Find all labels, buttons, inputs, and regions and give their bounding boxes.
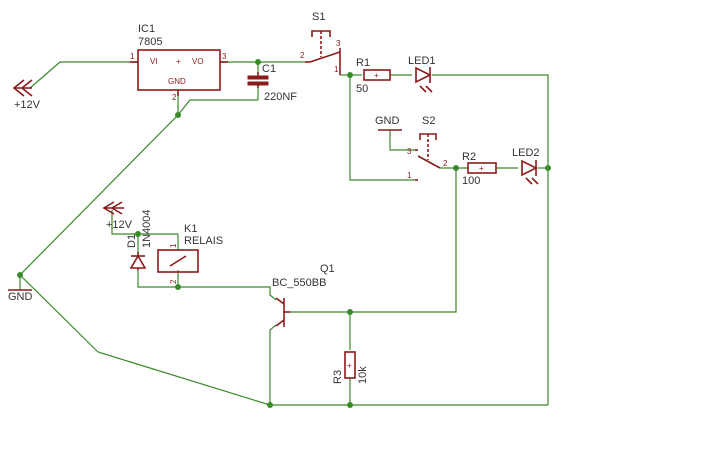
r1-resistor: + R1 50 xyxy=(356,57,391,95)
s1-pin1-num: 1 xyxy=(334,65,339,74)
led-icon xyxy=(521,159,538,177)
led2: LED2 xyxy=(512,147,540,185)
s1-switch: S1 2 3 1 xyxy=(300,11,341,75)
wires xyxy=(19,61,549,406)
s2-pin3-num: 3 xyxy=(407,147,412,156)
k1-name: K1 xyxy=(184,223,197,235)
relay-icon xyxy=(157,249,199,273)
wire-relay-to-collector xyxy=(178,286,277,301)
r2-value: 100 xyxy=(462,175,480,187)
ic1-pin-vi: VI xyxy=(150,57,158,66)
gnd-symbol-s2: GND xyxy=(375,115,402,131)
k1-pin2-num: 2 xyxy=(169,279,178,284)
s1-pin3-num: 3 xyxy=(336,39,341,48)
s1-name: S1 xyxy=(312,11,325,23)
junction-relay-bottom xyxy=(175,284,181,290)
supply-12v-main: +12V xyxy=(12,79,41,111)
switch-icon xyxy=(417,155,441,169)
k1-pin1-num: 1 xyxy=(169,243,178,248)
ic1-plus-icon: + xyxy=(176,57,181,66)
ic1-pin-vo: VO xyxy=(192,57,204,66)
ic1-pin3-num: 3 xyxy=(222,52,227,61)
diode-icon xyxy=(129,254,147,269)
ic1-pin-gnd: GND xyxy=(168,77,186,86)
junction-vo xyxy=(255,59,261,65)
k1-value: RELAIS xyxy=(184,235,223,247)
r2-name: R2 xyxy=(462,151,476,163)
junction-gnd-left xyxy=(17,272,23,278)
led1: LED1 xyxy=(408,55,436,93)
junctions xyxy=(17,59,551,408)
d1-value: 1N4004 xyxy=(141,209,153,248)
r3-name: R3 xyxy=(332,370,344,384)
junction-relay-top xyxy=(135,231,141,237)
junction-bottom-r3 xyxy=(347,402,353,408)
resistor-icon xyxy=(467,162,497,174)
d1-diode: D1 1N4004 xyxy=(126,209,153,270)
wire-node-to-s2 xyxy=(349,75,415,181)
ic1-pin2-num: 2 xyxy=(172,93,177,102)
wire-emitter-to-gnd xyxy=(269,324,277,405)
ic1-value: 7805 xyxy=(138,36,162,48)
supply-relay-label: +12V xyxy=(106,219,133,231)
r3-resistor: + R3 10k xyxy=(332,351,369,384)
wire-ground-rail xyxy=(19,99,271,406)
k1-relay: K1 RELAIS 1 2 xyxy=(157,223,223,284)
wire-gnd-to-s2 xyxy=(389,130,415,151)
led-icon xyxy=(415,66,432,84)
capacitor-icon xyxy=(247,75,269,80)
s2-name: S2 xyxy=(422,115,435,127)
junction-led1-rail xyxy=(545,165,551,171)
s2-switch: S2 3 2 1 xyxy=(407,115,448,181)
switch-icon xyxy=(309,51,341,63)
r1-value: 50 xyxy=(356,83,368,95)
svg-text:+: + xyxy=(347,361,352,370)
s2-pin2-num: 2 xyxy=(443,159,448,168)
gnd-label: GND xyxy=(8,291,33,303)
junction-bottom-left xyxy=(267,402,273,408)
s2-pin1-num: 1 xyxy=(407,171,412,180)
supply-label: +12V xyxy=(14,99,41,111)
wire-s2-to-base xyxy=(350,168,457,313)
supply-12v-relay: +12V xyxy=(102,201,133,231)
c1-capacitor: C1 220NF xyxy=(247,63,297,103)
led2-name: LED2 xyxy=(512,147,540,159)
junction-s1-out xyxy=(347,72,353,78)
ic1-name: IC1 xyxy=(138,23,155,35)
svg-text:+: + xyxy=(374,71,379,80)
ic1-body xyxy=(137,49,221,91)
gnd-symbol-left: GND xyxy=(8,289,33,303)
r1-name: R1 xyxy=(356,57,370,69)
wire-led1-to-right-rail xyxy=(432,74,549,405)
r2-resistor: + R2 100 xyxy=(462,151,497,187)
r3-value: 10k xyxy=(357,366,369,384)
q1-name: Q1 xyxy=(320,263,335,275)
svg-text:+: + xyxy=(479,164,484,173)
wire-diode-bottom xyxy=(137,270,178,288)
junction-base xyxy=(347,309,353,315)
c1-name: C1 xyxy=(262,63,276,75)
q1-value: BC_550BB xyxy=(272,277,326,289)
led1-name: LED1 xyxy=(408,55,436,67)
c1-value: 220NF xyxy=(264,91,297,103)
wire-12v-relay xyxy=(111,210,178,235)
gnd-s2-label: GND xyxy=(375,115,400,127)
s1-pin2-num: 2 xyxy=(300,51,305,60)
ic1-pin1-num: 1 xyxy=(130,52,135,61)
d1-name: D1 xyxy=(126,234,138,248)
ic1-regulator: IC1 7805 VI + VO GND 1 3 2 xyxy=(130,23,228,102)
resistor-icon xyxy=(363,69,391,81)
junction-gnd-ic1 xyxy=(175,112,181,118)
q1-transistor: Q1 BC_550BB xyxy=(272,263,335,327)
junction-s2-out xyxy=(453,165,459,171)
resistor-icon xyxy=(344,351,356,379)
wire-12v-to-ic1 xyxy=(29,61,138,89)
